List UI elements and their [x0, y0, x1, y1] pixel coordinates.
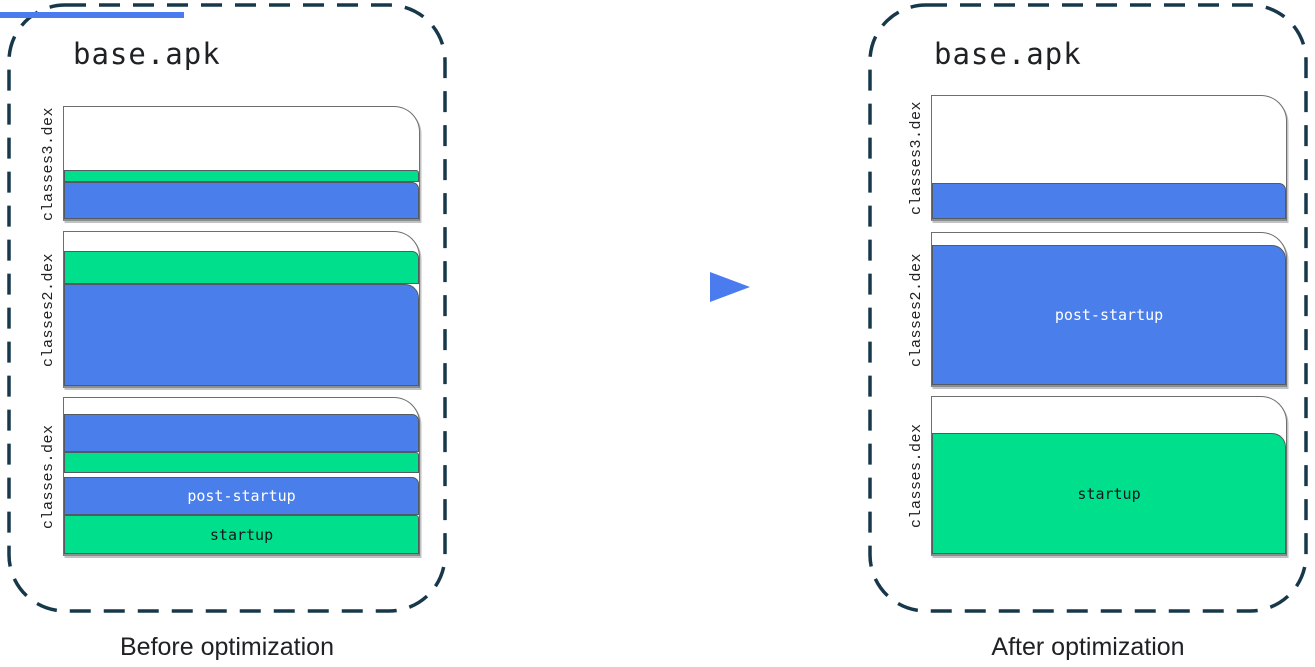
dex-file-classes: classes.dex startup [908, 396, 1287, 556]
segment-label: post-startup [187, 487, 296, 505]
startup-segment: startup [932, 433, 1286, 554]
after-caption: After optimization [991, 633, 1185, 661]
startup-segment: startup [64, 515, 419, 554]
post-startup-segment [64, 284, 419, 386]
post-startup-segment [64, 414, 419, 452]
before-caption: Before optimization [119, 633, 334, 661]
dex-file-name: classes.dex [40, 424, 57, 529]
startup-segment [64, 452, 419, 473]
file-page: post-startup [931, 232, 1287, 387]
dashed-container-border [868, 3, 1308, 613]
post-startup-segment [64, 182, 419, 219]
segment-label: post-startup [1054, 306, 1164, 324]
segment-label: startup [209, 525, 274, 544]
after-panel: base.apk classes3.dex classes2.dex post-… [868, 3, 1308, 613]
startup-segment [64, 170, 419, 182]
file-page: post-startup startup [63, 397, 420, 556]
apk-title: base.apk [934, 37, 1082, 71]
post-startup-segment: post-startup [932, 245, 1286, 385]
dex-file-name: classes.dex [908, 423, 925, 529]
file-page: startup [931, 396, 1287, 556]
file-page [63, 231, 420, 388]
startup-segment [64, 251, 419, 284]
file-page [63, 106, 420, 221]
dex-file-classes3: classes3.dex [908, 95, 1287, 221]
dashed-container-border [7, 3, 447, 613]
arrow-head [710, 272, 750, 302]
dex-file-classes3: classes3.dex [40, 106, 420, 221]
file-page [931, 95, 1287, 221]
dex-file-classes2: classes2.dex [40, 231, 420, 388]
post-startup-segment: post-startup [64, 477, 419, 515]
dex-file-name: classes2.dex [908, 252, 925, 367]
dex-file-classes2: classes2.dex post-startup [908, 232, 1287, 387]
before-panel: base.apk classes3.dex classes2.dex class… [7, 3, 447, 613]
post-startup-segment [932, 183, 1286, 219]
dex-file-classes: classes.dex post-startup startup [40, 397, 420, 556]
dex-file-name: classes3.dex [908, 100, 925, 216]
dex-file-name: classes2.dex [40, 252, 57, 367]
apk-title: base.apk [73, 37, 221, 71]
segment-label: startup [1077, 484, 1141, 503]
arrow-shaft [0, 12, 184, 18]
dex-file-name: classes3.dex [40, 106, 57, 221]
